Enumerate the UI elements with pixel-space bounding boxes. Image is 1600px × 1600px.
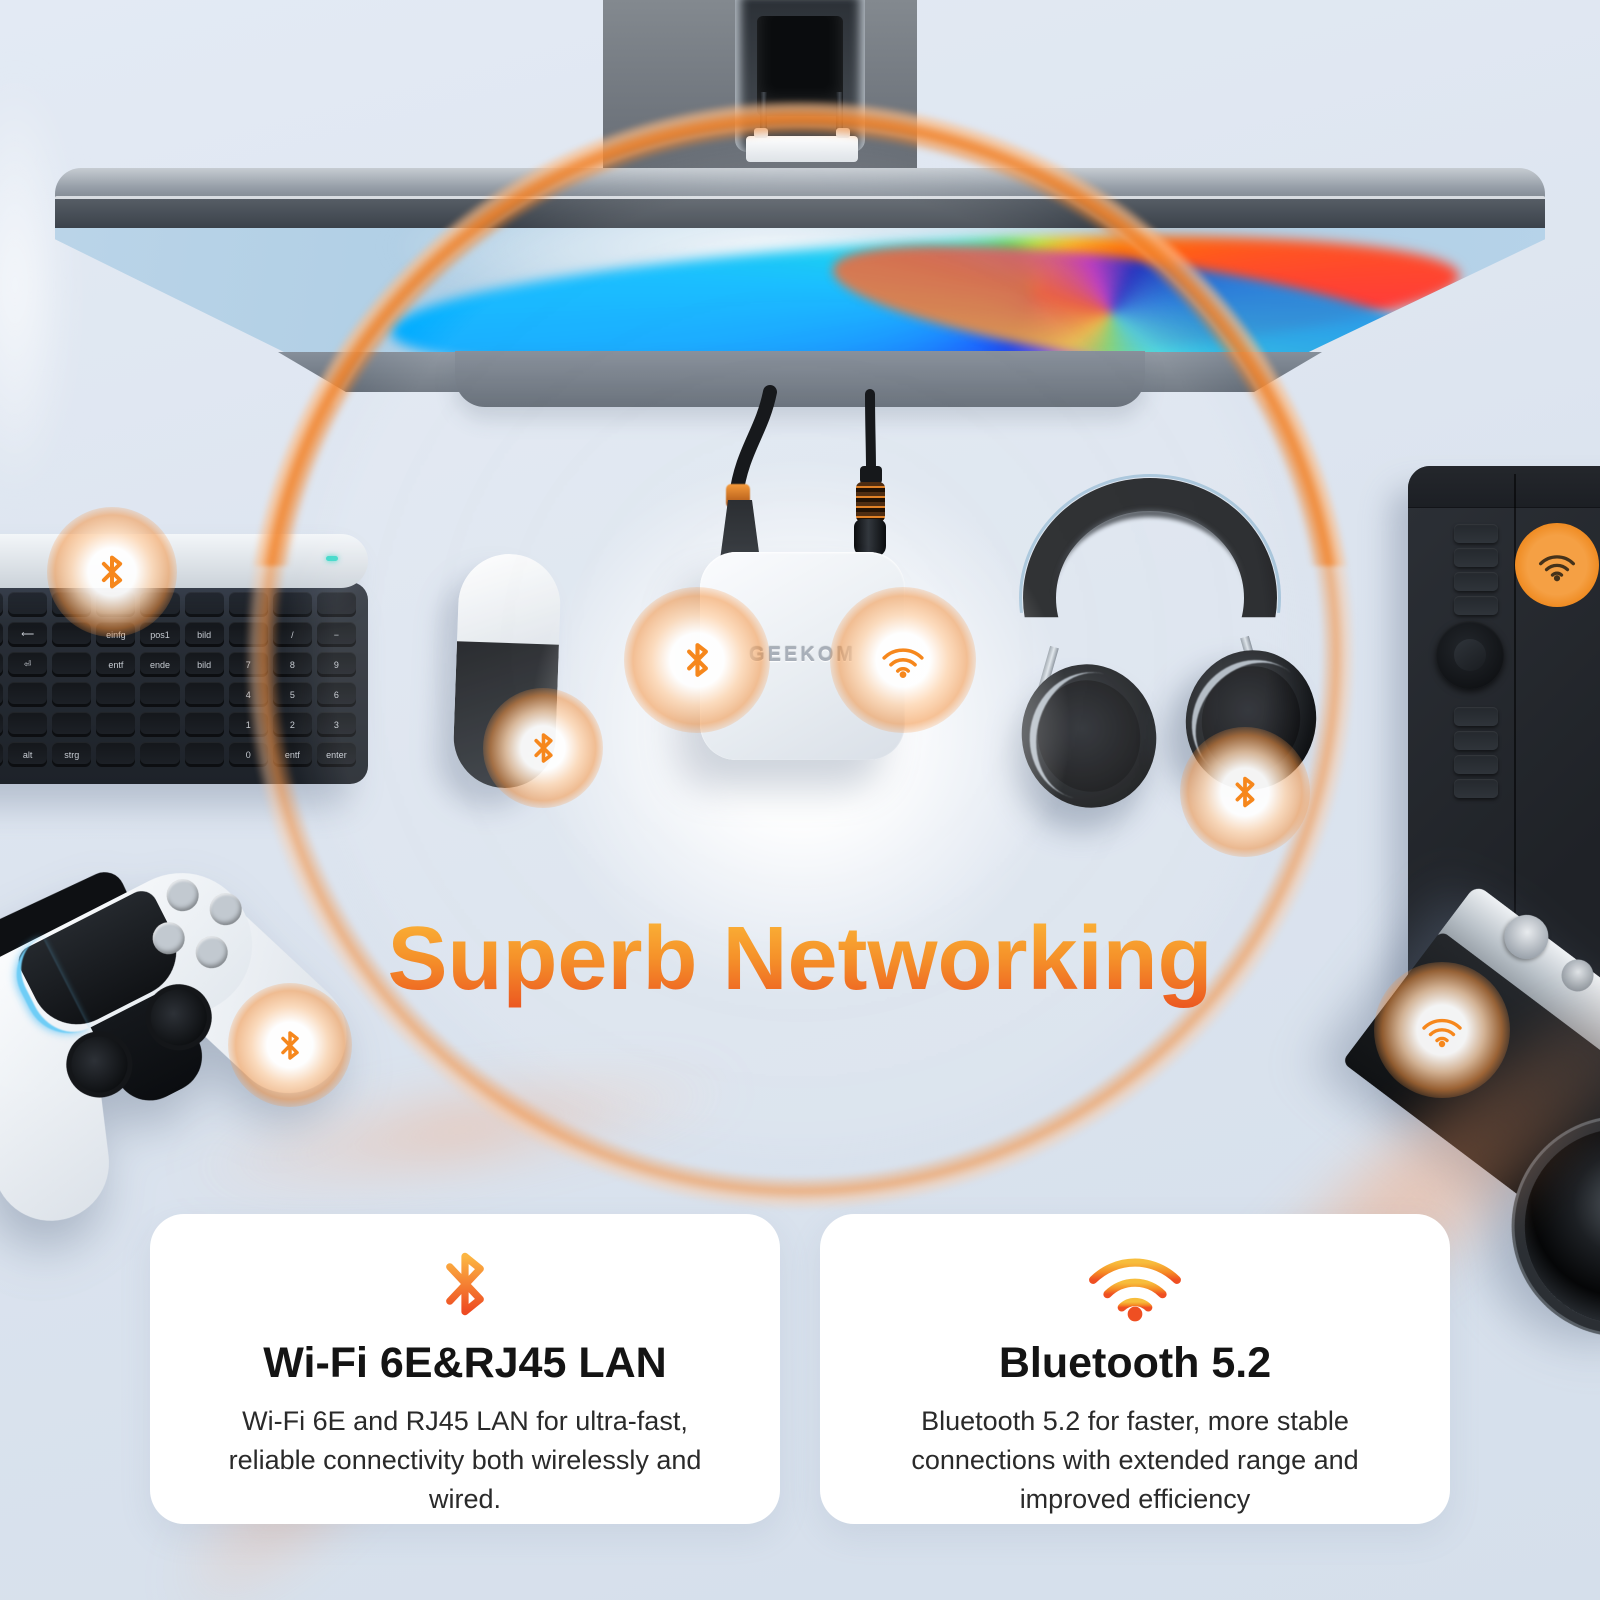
bluetooth-badge-headphones [1180,727,1310,857]
bluetooth-badge-mouse [483,688,603,808]
keyboard-key [52,712,92,737]
keyboard-key [0,682,4,707]
keyboard-key: ⟵ [8,622,48,647]
hdmi-plug [720,500,760,560]
keyboard-key: alt [8,742,48,767]
keyboard-key [8,682,48,707]
keyboard-key [184,712,224,737]
keyboard-key [96,682,136,707]
tablet-express-key [1454,524,1498,543]
keyboard-key [0,592,4,617]
wifi-badge-mini-pc [830,587,976,733]
keyboard-key: bild [184,652,224,677]
keyboard-key: ende [140,652,180,677]
tablet-express-key [1454,596,1498,615]
keyboard-key [52,652,92,677]
keyboard-key: strg [52,742,92,767]
keyboard-key [184,682,224,707]
tablet-express-key [1454,779,1498,798]
wifi-icon [1539,554,1575,581]
keyboard-key [140,682,180,707]
keyboard-key [8,712,48,737]
power-plug-top [860,466,882,484]
wifi-icon [882,648,924,678]
keyboard-key [184,742,224,767]
card-title: Bluetooth 5.2 [998,1339,1272,1387]
tablet-express-key [1454,755,1498,774]
geekom-logo: GEEKOM [749,644,856,666]
tablet-dial-knob [1454,639,1486,671]
keyboard-key: fn [0,742,4,767]
wifi-icon [1422,1018,1462,1048]
wifi-badge-tablet [1515,523,1599,607]
keyboard-key: ⇧ [0,712,4,737]
tablet-express-key [1454,548,1498,567]
bluetooth-icon [101,555,123,589]
keyboard-key [0,652,4,677]
card-body: Bluetooth 5.2 for faster, more stable co… [911,1406,1359,1515]
card-title: Wi-Fi 6E&RJ45 LAN [263,1339,667,1387]
keyboard-key [8,592,48,617]
keyboard-key [184,592,224,617]
keyboard-key [0,622,4,647]
tablet-top-strip [1408,466,1600,508]
tablet-express-key [1454,707,1498,726]
bluetooth-icon [533,733,553,763]
bluetooth-badge-controller [228,983,352,1107]
tablet-express-key [1454,731,1498,750]
keyboard-key [96,712,136,737]
bluetooth-badge-keyboard [47,507,177,637]
tablet-express-key [1454,572,1498,591]
feature-card-bluetooth: Bluetooth 5.2 Bluetooth 5.2 for faster, … [820,1214,1450,1524]
keyboard-key [52,682,92,707]
bluetooth-icon [686,643,708,677]
headline: Superb Networking [0,908,1600,1011]
bluetooth-icon [281,1030,299,1060]
tablet-panel-seam [1514,474,1516,1078]
power-plug-ribs [856,482,885,522]
bluetooth-badge-mini-pc [624,587,770,733]
keyboard-key: entf [96,652,136,677]
feature-card-wifi-lan: Wi-Fi 6E&RJ45 LAN Wi-Fi 6E and RJ45 LAN … [150,1214,780,1524]
card-body: Wi-Fi 6E and RJ45 LAN for ultra-fast, re… [228,1406,702,1515]
power-plug-barrel [854,519,886,557]
bluetooth-icon [446,1252,484,1316]
keyboard-key [140,742,180,767]
keyboard-key [96,742,136,767]
keyboard-key [140,712,180,737]
wifi-badge-camera [1374,962,1510,1098]
bluetooth-icon [1235,776,1255,808]
keyboard-key: ⏎ [8,652,48,677]
keyboard-key: bild [184,622,224,647]
wifi-icon [1089,1258,1181,1322]
feature-cards: Wi-Fi 6E&RJ45 LAN Wi-Fi 6E and RJ45 LAN … [150,1214,1450,1524]
